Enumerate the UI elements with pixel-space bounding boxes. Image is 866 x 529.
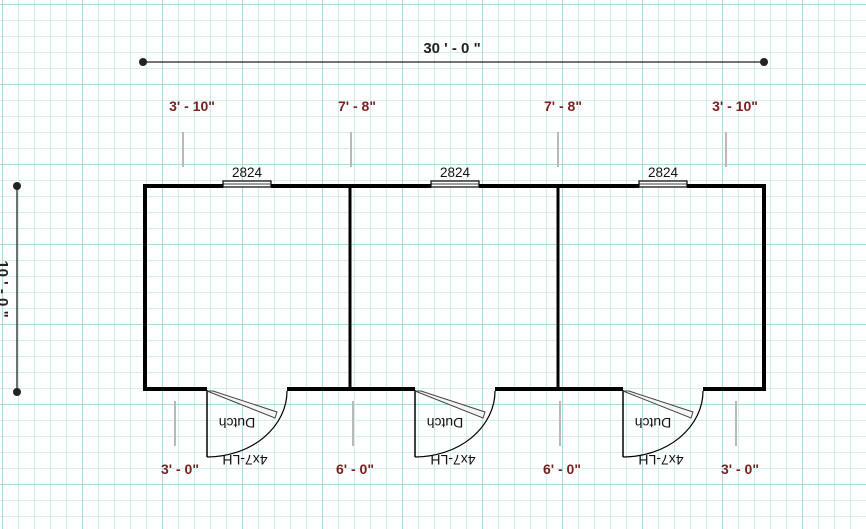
door-1[interactable]: Dutch 4x7-LH [206,390,288,468]
door-3-swing-arc [622,390,704,458]
door-3-type-label: 4x7-LH [638,452,683,468]
door-2-swing-arc [414,390,496,458]
door-1-swing-arc [206,390,288,458]
overall-width-label: 30 ' - 0 " [423,40,480,57]
bottom-dim-2[interactable]: 6' - 0" [336,461,374,477]
door-2-style-label: Dutch [427,415,464,431]
width-endpoint-right[interactable] [760,58,768,66]
bottom-dim-3[interactable]: 6' - 0" [543,461,581,477]
building-walls[interactable] [143,184,766,391]
door-1-type-label: 4x7-LH [222,452,267,468]
door-3[interactable]: Dutch 4x7-LH [622,390,704,468]
overall-depth-label: 10 ' - 0 " [0,260,11,317]
window-2-label: 2824 [440,165,471,180]
door-3-style-label: Dutch [635,415,672,431]
width-endpoint-left[interactable] [139,58,147,66]
overall-width-dimension[interactable]: 30 ' - 0 " [139,40,768,66]
window-3[interactable]: 2824 [638,165,688,188]
bottom-segment-dimensions: 3' - 0" 6' - 0" 6' - 0" 3' - 0" [161,401,759,477]
door-2[interactable]: Dutch 4x7-LH [414,390,496,468]
door-1-dutch-leaf [206,390,278,419]
depth-endpoint-top[interactable] [13,182,21,190]
bottom-dim-4[interactable]: 3' - 0" [721,461,759,477]
top-dim-2[interactable]: 7' - 8" [338,98,376,114]
bottom-dim-1[interactable]: 3' - 0" [161,461,199,477]
top-dim-3[interactable]: 7' - 8" [544,98,582,114]
door-1-style-label: Dutch [219,415,256,431]
door-3-dutch-leaf [622,390,694,419]
door-2-dutch-leaf [414,390,486,419]
top-dim-1[interactable]: 3' - 10" [169,98,215,114]
top-dim-4[interactable]: 3' - 10" [712,98,758,114]
window-2[interactable]: 2824 [430,165,480,188]
window-3-label: 2824 [648,165,679,180]
depth-endpoint-bottom[interactable] [13,388,21,396]
window-1-label: 2824 [232,165,263,180]
top-segment-dimensions: 3' - 10" 7' - 8" 7' - 8" 3' - 10" [169,98,758,167]
door-2-type-label: 4x7-LH [430,452,475,468]
window-1[interactable]: 2824 [222,165,272,188]
overall-depth-dimension[interactable]: 10 ' - 0 " [0,182,21,396]
